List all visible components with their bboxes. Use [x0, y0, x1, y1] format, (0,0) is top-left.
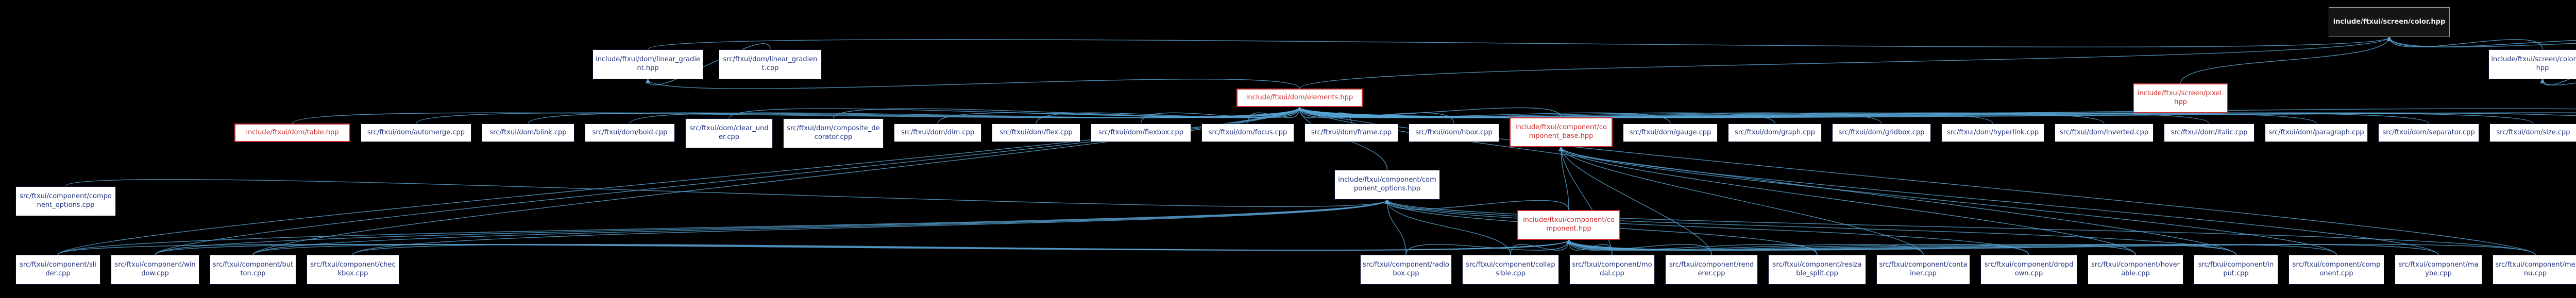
graph-node-paragraph[interactable]: src/ftxui/dom/paragraph.cpp [2265, 124, 2368, 142]
graph-node-container[interactable]: src/ftxui/component/container.cpp [1876, 255, 1970, 285]
include-edge [1558, 146, 1569, 211]
include-edge [1140, 106, 1302, 124]
graph-node-pixel_hpp[interactable]: include/ftxui/screen/pixel.hpp [2133, 83, 2228, 113]
include-edge [1558, 146, 1712, 255]
graph-node-bold[interactable]: src/ftxui/dom/bold.cpp [585, 124, 675, 142]
include-edge [1558, 146, 2337, 255]
include-edge [1384, 199, 1569, 211]
graph-node-modal[interactable]: src/ftxui/component/modal.cpp [1569, 255, 1655, 285]
graph-node-comp_base_hpp[interactable]: include/ftxui/component/component_base.h… [1510, 117, 1613, 147]
graph-node-comp_opts_cpp[interactable]: src/ftxui/component/component_options.cp… [15, 186, 116, 216]
graph-node-size[interactable]: src/ftxui/dom/size.cpp [2489, 124, 2576, 142]
include-edge [1558, 146, 2439, 255]
graph-node-component_cpp[interactable]: src/ftxui/component/component.cpp [2289, 255, 2384, 285]
graph-node-gridbox[interactable]: src/ftxui/dom/gridbox.cpp [1832, 124, 1931, 142]
include-edge [2180, 36, 2392, 84]
graph-node-menu[interactable]: src/ftxui/component/menu.cpp [2493, 255, 2576, 285]
include-edge [2386, 36, 2576, 47]
include-edge [1384, 199, 1511, 255]
include-edge [1558, 146, 1924, 255]
graph-node-hyperlink[interactable]: src/ftxui/dom/hyperlink.cpp [1941, 124, 2044, 142]
include-edge [57, 199, 1390, 255]
include-edge [2540, 78, 2576, 85]
include-edge [647, 36, 2392, 50]
include-edge [1297, 106, 2576, 118]
graph-node-inverted[interactable]: src/ftxui/dom/inverted.cpp [2055, 124, 2154, 142]
include-edge [65, 179, 1390, 207]
graph-node-maybe[interactable]: src/ftxui/component/maybe.cpp [2395, 255, 2482, 285]
graph-node-table_hpp[interactable]: include/ftxui/dom/table.hpp [234, 124, 350, 142]
include-edge [1299, 36, 2392, 89]
graph-node-focus[interactable]: src/ftxui/dom/focus.cpp [1201, 124, 1294, 142]
include-edge [1510, 239, 1571, 255]
include-edge [352, 239, 1571, 255]
graph-node-button[interactable]: src/ftxui/component/button.cpp [210, 255, 296, 285]
graph-node-root[interactable]: include/ftxui/screen/color.hpp [2329, 7, 2450, 37]
graph-node-elements_hpp[interactable]: include/ftxui/dom/elements.hpp [1236, 89, 1363, 107]
include-edge [2386, 36, 2576, 47]
include-edge [645, 43, 771, 85]
include-edge [1405, 239, 1571, 255]
graph-node-clear_under[interactable]: src/ftxui/dom/clear_under.cpp [685, 118, 773, 148]
graph-node-lin_grad_hpp[interactable]: include/ftxui/dom/linear_gradient.hpp [592, 49, 703, 79]
include-edge [1384, 199, 2236, 255]
graph-node-slider[interactable]: src/ftxui/component/slider.cpp [15, 255, 100, 285]
include-edge [252, 199, 1390, 255]
graph-node-lin_grad_cpp[interactable]: src/ftxui/dom/linear_gradient.cpp [719, 49, 822, 79]
graph-node-comp_hpp[interactable]: include/ftxui/component/component.hpp [1517, 210, 1620, 240]
include-edge [1036, 106, 1302, 124]
graph-node-flex[interactable]: src/ftxui/dom/flex.cpp [992, 124, 1080, 142]
graph-node-input[interactable]: src/ftxui/component/input.cpp [2194, 255, 2278, 285]
graph-node-radiobox[interactable]: src/ftxui/component/radiobox.cpp [1360, 255, 1452, 285]
include-edge [1384, 199, 2536, 255]
graph-node-checkbox[interactable]: src/ftxui/component/checkbox.cpp [307, 255, 399, 285]
graph-node-dropdown[interactable]: src/ftxui/component/dropdown.cpp [1980, 255, 2077, 285]
graph-node-hbox[interactable]: src/ftxui/dom/hbox.cpp [1409, 124, 1499, 142]
graph-node-graph[interactable]: src/ftxui/dom/graph.cpp [1728, 124, 1822, 142]
include-edge [1297, 106, 2576, 118]
graph-node-resizable[interactable]: src/ftxui/component/resizable_split.cpp [1768, 255, 1866, 285]
graph-node-dim[interactable]: src/ftxui/dom/dim.cpp [894, 124, 981, 142]
include-edge [1297, 106, 1562, 118]
include-edge [1566, 239, 1818, 255]
graph-node-flexbox[interactable]: src/ftxui/dom/flexbox.cpp [1091, 124, 1191, 142]
graph-node-color_info_hpp[interactable]: include/ftxui/screen/color_info.hpp [2488, 49, 2576, 79]
include-edge [155, 199, 1390, 255]
include-edge [2540, 76, 2576, 85]
graph-node-blink[interactable]: src/ftxui/dom/blink.cpp [482, 124, 574, 142]
include-edge [1384, 199, 2029, 255]
graph-node-comp_opts_hpp[interactable]: include/ftxui/component/component_option… [1334, 170, 1440, 200]
graph-node-automerge[interactable]: src/ftxui/dom/automerge.cpp [361, 124, 471, 142]
include-edge [415, 106, 1302, 124]
include-edge [1384, 199, 1406, 255]
include-edge [352, 199, 1390, 255]
include-edge [2386, 36, 2543, 50]
graph-node-gauge[interactable]: src/ftxui/dom/gauge.cpp [1623, 124, 1718, 142]
include-edge [1247, 106, 1302, 124]
graph-node-window[interactable]: src/ftxui/component/window.cpp [111, 255, 199, 285]
graph-node-composite[interactable]: src/ftxui/dom/composite_decorator.cpp [783, 118, 884, 148]
include-edge [1558, 146, 2136, 255]
include-edge [1558, 146, 1613, 255]
graph-node-italic[interactable]: src/ftxui/dom/italic.cpp [2164, 124, 2255, 142]
graph-node-hoverable[interactable]: src/ftxui/component/hoverable.cpp [2088, 255, 2183, 285]
include-edge [1566, 239, 2536, 255]
graph-node-frame[interactable]: src/ftxui/dom/frame.cpp [1304, 124, 1398, 142]
graph-node-renderer[interactable]: src/ftxui/component/renderer.cpp [1665, 255, 1758, 285]
graph-node-separator[interactable]: src/ftxui/dom/separator.cpp [2378, 124, 2479, 142]
include-edge [645, 78, 1300, 89]
graph-node-collapsible[interactable]: src/ftxui/component/collapsible.cpp [1462, 255, 1559, 285]
